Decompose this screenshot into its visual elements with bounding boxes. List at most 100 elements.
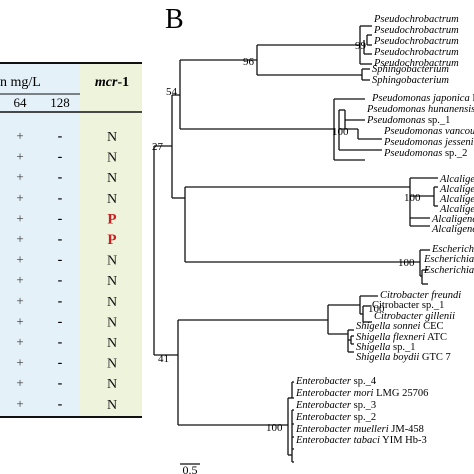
- bootstrap-value: 27: [152, 141, 164, 153]
- cell-64: +: [16, 272, 23, 287]
- cell-64: +: [16, 334, 23, 349]
- cell-64: +: [16, 375, 23, 390]
- panel-b-tree: B: [152, 4, 474, 474]
- cell-64: +: [16, 396, 23, 411]
- cell-128: -: [58, 150, 63, 165]
- taxon-label: Pseudomonas jessenii DSM: [383, 137, 474, 148]
- taxon-genus: Pseudochrobactrum: [373, 58, 459, 69]
- taxon-genus: Enterobacter mori: [295, 388, 374, 399]
- cell-64: +: [16, 293, 23, 308]
- taxon-strain: sp._2: [351, 412, 376, 423]
- bootstrap-value: 99: [355, 40, 367, 52]
- taxon-label: Enterobacter sp._2: [295, 412, 376, 423]
- taxon-genus: Alcaligenes: [439, 204, 474, 215]
- taxon-genus: Shigella: [356, 342, 390, 353]
- taxon-label: Pseudomonas sp._1: [366, 115, 450, 126]
- taxon-genus: Alcaligenes aquatilis: [431, 214, 474, 225]
- taxon-label: Pseudomonas hunanensis: [366, 104, 474, 115]
- taxon-label: Alcaligenes endophyticus AER10: [439, 174, 474, 185]
- taxon-label: Escherichia sp._1: [431, 244, 474, 255]
- taxon-genus: Alcaligenes pakistanensis: [439, 184, 474, 195]
- taxon-genus: Pseudomonas vancouvere: [383, 126, 474, 137]
- table-row: +-P: [16, 210, 116, 227]
- taxon-label: Alcaligenes pakistanensis NCCP-: [439, 184, 474, 195]
- scale-label: 0.5: [183, 463, 198, 474]
- taxon-genus: Alcaligenes faecalis: [439, 194, 474, 205]
- cell-mcr: N: [107, 377, 117, 392]
- taxon-genus: Sphingobacterium: [372, 64, 449, 75]
- cell-128: -: [58, 253, 63, 268]
- taxon-genus: Pseudochrobactrum: [373, 47, 459, 58]
- taxon-genus: Enterobacter muelleri: [295, 424, 389, 435]
- taxon-label: Pseudochrobactrum: [373, 25, 459, 36]
- bootstrap-value: 100: [266, 422, 283, 434]
- taxon-genus: Shigella sonnei: [356, 321, 421, 332]
- cell-mcr: N: [107, 274, 117, 289]
- table-row: +-N: [16, 190, 117, 207]
- cell-mcr: N: [107, 315, 117, 330]
- table-row: +-N: [16, 293, 117, 310]
- taxon-genus: Enterobacter tabaci: [295, 435, 380, 446]
- taxon-genus: Sphingobacterium: [372, 75, 449, 86]
- taxon-label: Pseudochrobactrum: [373, 36, 459, 47]
- taxon-genus: Escherichia fergusonii: [423, 265, 474, 276]
- cell-mcr: N: [107, 398, 117, 413]
- table-row: +-N: [16, 252, 117, 269]
- bootstrap-value: 96: [243, 56, 255, 68]
- table-row: + - N: [16, 334, 117, 351]
- taxon-label: Enterobacter sp._4: [295, 376, 377, 387]
- taxon-label: Alcaligenes aquatilis LMG 2299: [431, 214, 474, 225]
- taxon-genus: Enterobacter: [295, 376, 352, 387]
- taxon-genus: Enterobacter: [295, 412, 352, 423]
- taxon-genus: Pseudomonas hunanensis: [366, 104, 474, 115]
- cell-128: -: [58, 314, 63, 329]
- cell-128: -: [58, 356, 63, 371]
- taxon-genus: Escherichia: [431, 244, 474, 255]
- cell-mcr: N: [107, 130, 117, 145]
- taxon-genus: Pseudochrobactrum: [373, 36, 459, 47]
- taxon-strain: sp._2: [442, 148, 467, 159]
- table-row: +-N: [16, 272, 117, 289]
- panel-a-table: n mg/L 64 128 mcr-1 +-N+-N+-N+-N+-P+-P+-…: [0, 0, 142, 474]
- taxon-strain: sp._3: [351, 400, 376, 411]
- taxon-label: Alcaligenes sp._2: [439, 204, 474, 215]
- taxon-label: Alcaligenes sp._1: [431, 224, 474, 235]
- cell-mcr: N: [107, 151, 117, 166]
- col-header-128: 128: [50, 95, 70, 110]
- taxon-genus: Pseudomonas: [366, 115, 425, 126]
- taxon-genus: Alcaligenes: [431, 224, 474, 235]
- cell-128: -: [58, 211, 63, 226]
- table-row: +-N: [16, 355, 117, 372]
- col-header-64: 64: [14, 95, 28, 110]
- taxon-strain: NI: [470, 93, 474, 104]
- taxon-genus: Citrobacter freundi: [380, 290, 461, 301]
- taxon-genus: Shigella boydii: [356, 352, 419, 363]
- taxon-label: Enterobacter mori LMG 25706: [295, 388, 428, 399]
- mcr-gene-label: mcr: [95, 75, 118, 90]
- cell-64: +: [16, 313, 23, 328]
- taxon-strain: ATC: [425, 332, 447, 343]
- cell-128: -: [58, 170, 63, 185]
- taxon-label: Pseudomonas sp._2: [383, 148, 467, 159]
- taxon-strain: CEC: [420, 321, 443, 332]
- cell-128: -: [58, 335, 63, 350]
- taxon-strain: sp._4: [351, 376, 377, 387]
- cell-64: +: [16, 231, 23, 246]
- cell-mcr: N: [107, 192, 117, 207]
- taxon-label: Alcaligenes faecalis DSM 16503: [439, 194, 474, 205]
- cell-mcr: N: [107, 336, 117, 351]
- table-row: +-N: [16, 375, 117, 392]
- cell-64: +: [16, 355, 23, 370]
- taxon-label: Citrobacter freundi: [380, 290, 461, 301]
- cell-128: -: [58, 294, 63, 309]
- bootstrap-value: 100: [368, 303, 385, 315]
- taxon-label: Pseudochrobactrum: [373, 47, 459, 58]
- mcr-column-bg: [80, 62, 142, 418]
- taxon-genus: Enterobacter: [295, 400, 352, 411]
- taxon-strain: GTC 7: [419, 352, 451, 363]
- taxon-genus: Pseudochrobactrum: [373, 14, 459, 25]
- mcr-gene-suffix: -1: [117, 75, 129, 90]
- taxon-genus: Pseudomonas: [383, 148, 442, 159]
- taxon-genus: Pseudomonas jessenii: [383, 137, 474, 148]
